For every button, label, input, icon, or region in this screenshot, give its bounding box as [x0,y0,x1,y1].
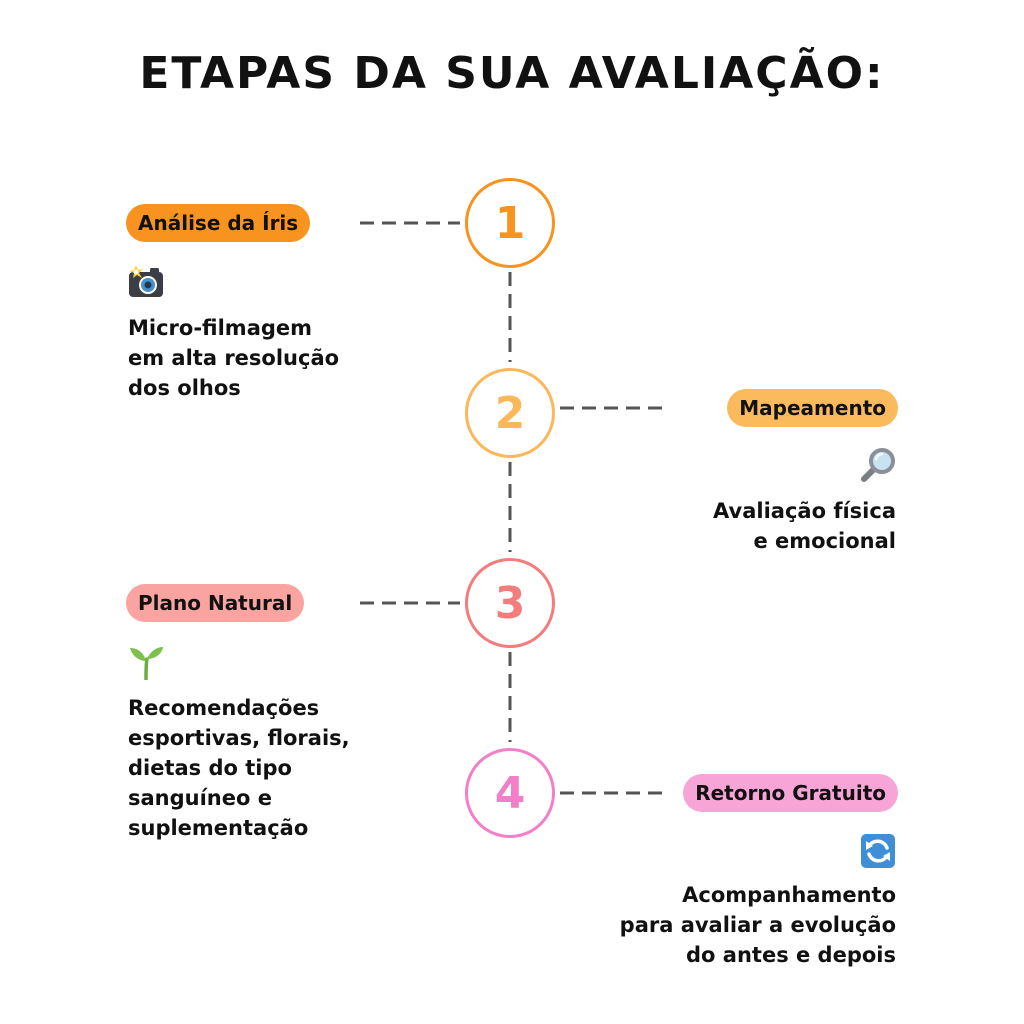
step-4-number: 4 [494,767,526,819]
step-3-label: Plano Natural [126,584,305,622]
step-3-circle: 3 [465,558,555,648]
step-2-number: 2 [494,387,526,439]
step-2-description: Avaliação física e emocional [713,499,896,553]
step-2-circle: 2 [465,368,555,458]
camera-flash-icon [129,265,163,297]
step-1-number: 1 [494,197,526,249]
step-1-label: Análise da Íris [126,204,311,242]
magnifier-icon [861,448,895,482]
step-3-description: Recomendações esportivas, florais, dieta… [128,696,350,840]
step-2-label: Mapeamento [727,389,898,427]
step-4-description: Acompanhamento para avaliar a evolução d… [619,883,896,967]
refresh-icon [861,834,895,868]
step-1-description: Micro-filmagem em alta resolução dos olh… [128,316,340,400]
step-3-number: 3 [494,577,526,629]
step-4-circle: 4 [465,748,555,838]
seedling-icon [130,647,163,680]
step-4-label: Retorno Gratuito [683,774,898,812]
step-1-circle: 1 [465,178,555,268]
page-title: ETAPAS DA SUA AVALIAÇÃO: [139,48,885,99]
